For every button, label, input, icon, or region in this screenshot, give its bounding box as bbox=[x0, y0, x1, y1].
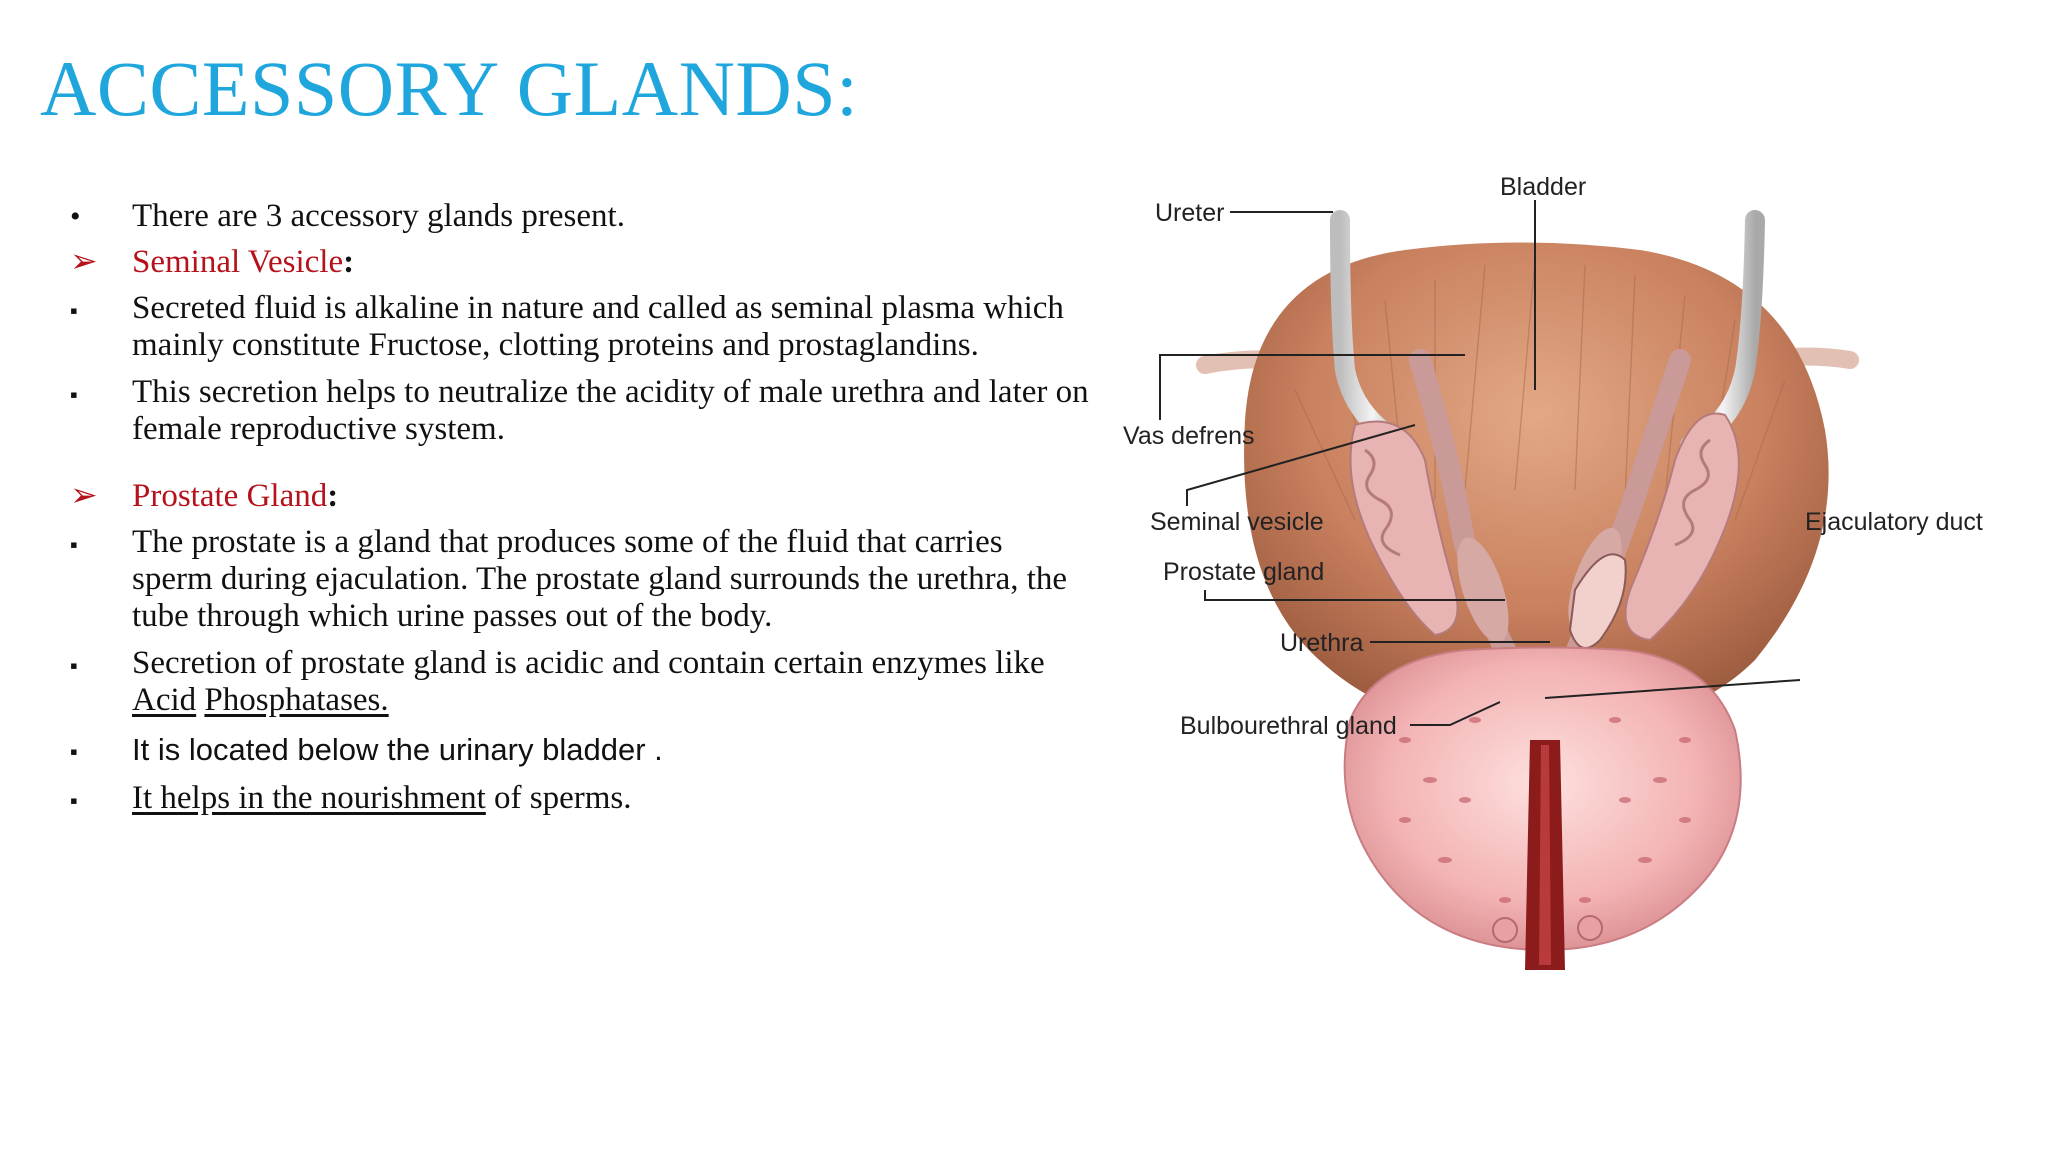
square-bullet-icon: ▪ bbox=[70, 653, 78, 678]
seminal-leader bbox=[1186, 424, 1416, 506]
bulbo-leader bbox=[1410, 701, 1501, 726]
prostate-point-1: ▪ The prostate is a gland that produces … bbox=[70, 524, 1090, 635]
cut-section-vesicle bbox=[1568, 553, 1627, 649]
prostate-texture bbox=[1399, 717, 1691, 903]
heading-colon: : bbox=[343, 244, 355, 280]
seminal-point-text: This secretion helps to neutralize the a… bbox=[132, 374, 1089, 447]
slide-title: ACCESSORY GLANDS: bbox=[40, 45, 859, 132]
dot-bullet-icon: • bbox=[70, 200, 81, 233]
prostate-point-2: ▪ Secretion of prostate gland is acidic … bbox=[70, 645, 1090, 719]
intro-text: There are 3 accessory glands present. bbox=[132, 198, 625, 234]
ejac-leader bbox=[1544, 679, 1801, 699]
heading-colon: : bbox=[327, 478, 339, 514]
prostate-heading: Prostate Gland bbox=[132, 478, 328, 514]
nourishment-link[interactable]: It helps in the nourishment bbox=[132, 780, 486, 816]
right-vesicle-folds bbox=[1674, 438, 1711, 547]
left-ampulla bbox=[1457, 537, 1509, 643]
label-prostate: Prostate gland bbox=[1163, 558, 1324, 586]
slide-content: • There are 3 accessory glands present. … bbox=[70, 198, 1090, 817]
prostate-point-text: It is located below the urinary bladder … bbox=[132, 732, 663, 767]
arrow-bullet-icon: ➢ bbox=[70, 244, 98, 280]
right-bulbourethral-gland bbox=[1577, 915, 1603, 941]
prostate-leader bbox=[1204, 590, 1505, 601]
vas-leader bbox=[1159, 354, 1465, 420]
left-seminal-vesicle bbox=[1349, 420, 1459, 637]
prostate-point-4: ▪ It helps in the nourishment of sperms. bbox=[70, 780, 1090, 817]
prostate-point-text: of sperms. bbox=[485, 780, 632, 816]
square-bullet-icon: ▪ bbox=[70, 298, 78, 323]
square-bullet-icon: ▪ bbox=[70, 788, 78, 813]
seminal-point-1: ▪ Secreted fluid is alkaline in nature a… bbox=[70, 290, 1090, 364]
seminal-point-2: ▪ This secretion helps to neutralize the… bbox=[70, 374, 1090, 448]
label-seminal: Seminal vesicle bbox=[1150, 508, 1324, 536]
seminal-heading-row: ➢ Seminal Vesicle: bbox=[70, 244, 1090, 281]
urethra-highlight bbox=[1539, 745, 1551, 965]
left-bulbourethral-gland bbox=[1492, 917, 1518, 943]
label-bladder: Bladder bbox=[1500, 173, 1586, 201]
square-bullet-icon: ▪ bbox=[70, 532, 78, 557]
prostate-heading-row: ➢ Prostate Gland: bbox=[70, 478, 1090, 515]
square-bullet-icon: ▪ bbox=[70, 382, 78, 407]
square-bullet-icon: ▪ bbox=[70, 739, 78, 764]
seminal-point-text: Secreted fluid is alkaline in nature and… bbox=[132, 290, 1064, 363]
intro-bullet: • There are 3 accessory glands present. bbox=[70, 198, 1090, 235]
prostate-point-text: Secretion of prostate gland is acidic an… bbox=[132, 645, 1045, 681]
seminal-heading: Seminal Vesicle bbox=[132, 244, 344, 280]
right-seminal-vesicle bbox=[1624, 412, 1740, 642]
label-bulbo: Bulbourethral gland bbox=[1180, 712, 1397, 740]
label-urethra: Urethra bbox=[1280, 629, 1363, 657]
prostate-point-text: The prostate is a gland that produces so… bbox=[132, 524, 1068, 634]
prostate-point-3: ▪ It is located below the urinary bladde… bbox=[70, 731, 1090, 768]
label-ejac: Ejaculatory duct bbox=[1805, 508, 1983, 536]
anatomy-diagram: Bladder Ureter Vas defrens Seminal vesic… bbox=[1123, 173, 1983, 970]
acid-link[interactable]: Acid bbox=[132, 682, 197, 718]
arrow-bullet-icon: ➢ bbox=[70, 478, 98, 514]
label-vas: Vas defrens bbox=[1123, 422, 1255, 450]
left-vesicle-folds bbox=[1364, 448, 1401, 557]
phosphatases-link[interactable]: Phosphatases. bbox=[204, 682, 389, 718]
label-ureter: Ureter bbox=[1155, 199, 1224, 227]
